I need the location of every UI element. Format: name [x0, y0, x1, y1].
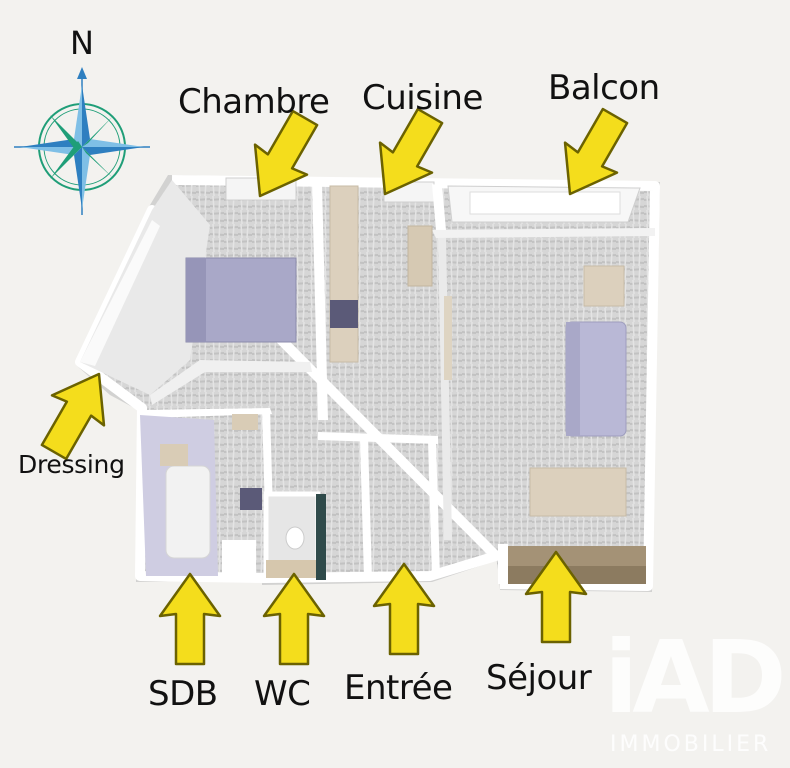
room-label-dressing: Dressing [18, 450, 125, 479]
arrow-wc [262, 572, 326, 666]
arrow-sdb [158, 572, 222, 666]
room-label-sejour: Séjour [486, 658, 592, 698]
room-label-balcon: Balcon [548, 68, 660, 108]
brand-logo: iAD [604, 619, 787, 736]
brand-subtitle: IMMOBILIER [610, 732, 772, 757]
apartment-floor-plan [75, 175, 660, 592]
room-label-wc: WC [254, 674, 311, 714]
north-label: N [70, 24, 94, 62]
room-label-entree: Entrée [344, 668, 453, 708]
room-label-chambre: Chambre [178, 82, 330, 122]
compass-rose-icon [14, 67, 150, 215]
room-label-cuisine: Cuisine [362, 78, 483, 118]
room-label-sdb: SDB [148, 674, 218, 714]
